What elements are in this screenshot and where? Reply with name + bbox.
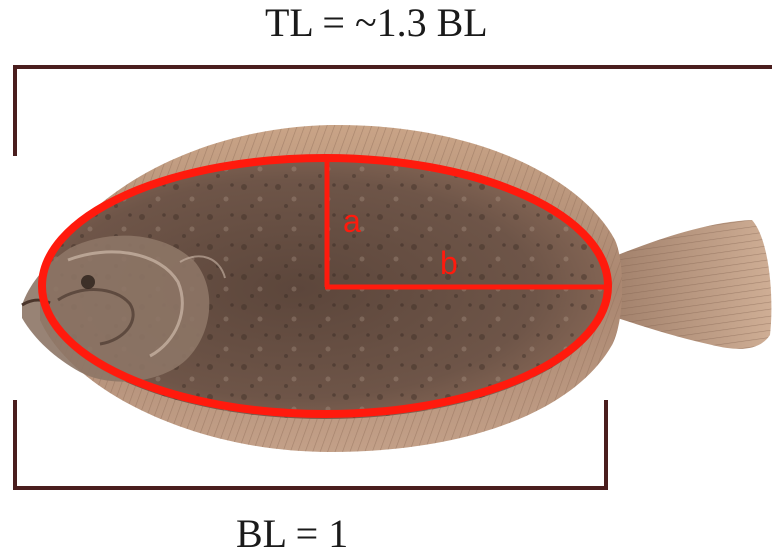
fish-eye [81, 275, 95, 289]
semi-axis-b-label: b [440, 245, 458, 281]
semi-axis-a-label: a [343, 203, 361, 239]
body-length-label: BL = 1 [236, 514, 348, 554]
